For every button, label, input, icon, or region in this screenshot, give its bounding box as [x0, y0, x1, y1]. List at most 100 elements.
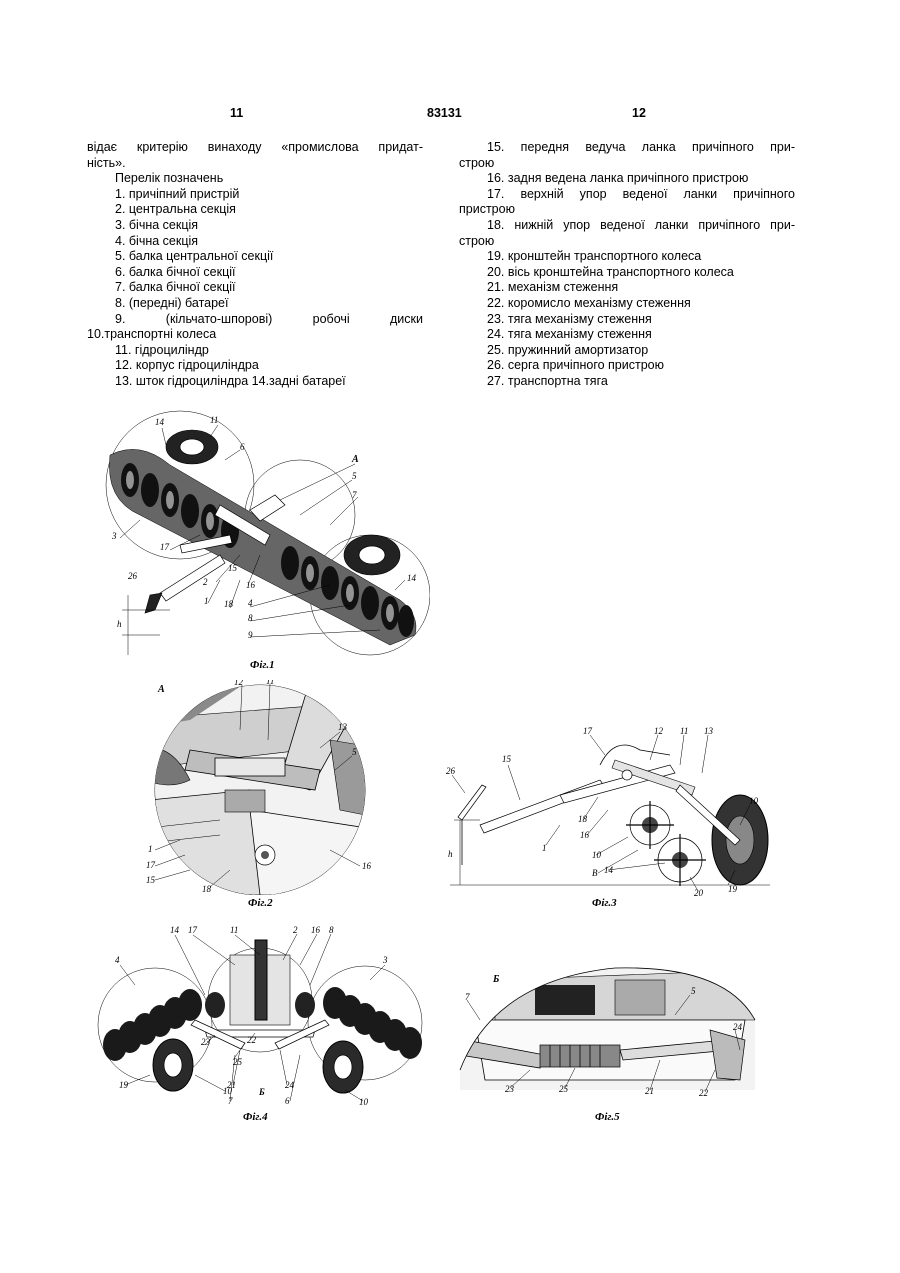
transport-wheel-left [166, 430, 218, 464]
text-line: ність». [87, 156, 423, 172]
legend-item: 10.транспортні колеса [87, 327, 423, 343]
callout-label: 5 [352, 471, 357, 481]
legend-item: 26. серга причіпного пристрою [459, 358, 795, 374]
legend-item: 27. транспортна тяга [459, 374, 795, 390]
right-text-column: 15. передня ведуча ланка причіпного при-… [459, 140, 795, 390]
callout-label: 6 [240, 442, 245, 452]
callout-label: 6 [285, 1096, 290, 1106]
callout-label: h [448, 849, 453, 859]
legend-item: 22. коромисло механізму стеження [459, 296, 795, 312]
legend-item: 9. (кільчато-шпорові) робочі диски [87, 312, 423, 328]
callout-label: B [592, 868, 598, 878]
callout-label: 19 [728, 884, 738, 894]
callout-label: 22 [247, 1035, 257, 1045]
callout-label: 18 [202, 884, 212, 894]
callout-label: 26 [128, 571, 138, 581]
callout-label: 17 [188, 925, 198, 935]
callout-label: 13 [338, 722, 348, 732]
callout-label: 2 [293, 925, 298, 935]
figure-5: Б 7 5 24 23 25 21 22 Фіг.5 [455, 960, 775, 1110]
callout-label: 17 [160, 542, 170, 552]
figure-caption: Фіг.2 [248, 897, 273, 909]
section-heading: Перелік позначень [87, 171, 423, 187]
callout-label: 24 [733, 1022, 743, 1032]
callout-label: 11 [680, 726, 688, 736]
figure-2: A 12 11 13 5 1 17 15 18 16 Фіг.2 [130, 680, 390, 895]
legend-item: строю [459, 234, 795, 250]
callout-label: 4 [248, 598, 253, 608]
callout-label: 3 [382, 955, 388, 965]
callout-label: 7 [228, 1096, 233, 1106]
figure-3: 17 12 11 13 26 15 18 16 10 h 1 10 B 14 2… [440, 725, 780, 900]
left-text-column: відає критерію винаходу «промислова прид… [87, 140, 423, 390]
legend-item: 23. тяга механізму стеження [459, 312, 795, 328]
legend-item: 6. балка бічної секції [87, 265, 423, 281]
callout-label: 23 [201, 1037, 211, 1047]
callout-label: 16 [246, 580, 256, 590]
legend-item: 8. (передні) батареї [87, 296, 423, 312]
legend-item: строю [459, 156, 795, 172]
figure-caption: Фіг.3 [592, 897, 617, 909]
callout-label: 8 [329, 925, 334, 935]
callout-label: 1 [204, 596, 209, 606]
callout-label: 16 [362, 861, 372, 871]
legend-item: 7. балка бічної секції [87, 280, 423, 296]
callout-label: 24 [285, 1080, 295, 1090]
legend-item: 20. вісь кронштейна транспортного колеса [459, 265, 795, 281]
callout-label: 23 [505, 1084, 515, 1094]
callout-label: 7 [465, 992, 470, 1002]
legend-item: 15. передня ведуча ланка причіпного при- [459, 140, 795, 156]
callout-label: 14 [155, 417, 165, 427]
callout-label: h [117, 619, 122, 629]
legend-item: 12. корпус гідроциліндра [87, 358, 423, 374]
patent-number: 83131 [427, 106, 462, 120]
callout-label: 22 [699, 1088, 709, 1098]
callout-label: 5 [352, 747, 357, 757]
legend-item: 3. бічна секція [87, 218, 423, 234]
callout-label: 26 [446, 766, 456, 776]
figure-caption: Фіг.5 [595, 1111, 620, 1123]
callout-label: Б [258, 1087, 265, 1097]
detail-label: A [157, 684, 165, 695]
callout-label: 10 [749, 796, 759, 806]
legend-item: 16. задня ведена ланка причіпного пристр… [459, 171, 795, 187]
callout-label: 15 [146, 875, 156, 885]
page-number-right: 12 [632, 106, 646, 120]
legend-item: 5. балка центральної секції [87, 249, 423, 265]
legend-item: 17. верхній упор веденої ланки причіпног… [459, 187, 795, 203]
callout-label: 3 [111, 531, 117, 541]
callout-label: 16 [580, 830, 590, 840]
callout-label: 25 [233, 1057, 243, 1067]
side-view-drawing: 17 12 11 13 26 15 18 16 10 h 1 10 B 14 2… [440, 725, 780, 900]
callout-label: 7 [352, 490, 357, 500]
legend-item: 13. шток гідроциліндра 14.задні батареї [87, 374, 423, 390]
callout-label: 15 [228, 563, 238, 573]
transport-wheel-right [344, 535, 400, 575]
callout-label: 14 [170, 925, 180, 935]
callout-label: 10 [223, 1086, 233, 1096]
callout-label: 14 [604, 865, 614, 875]
callout-label: 18 [224, 599, 234, 609]
callout-label: 14 [407, 573, 417, 583]
legend-item: 11. гідроциліндр [87, 343, 423, 359]
legend-item: 4. бічна секція [87, 234, 423, 250]
callout-label: 2 [203, 577, 208, 587]
callout-label: 10 [359, 1097, 369, 1107]
callout-label: 13 [704, 726, 714, 736]
callout-label: A [351, 454, 359, 465]
callout-label: 11 [266, 680, 274, 686]
callout-label: 4 [115, 955, 120, 965]
detail-b-drawing: Б 7 5 24 23 25 21 22 [455, 960, 775, 1110]
text-line: відає критерію винаходу «промислова прид… [87, 140, 423, 156]
callout-label: 12 [234, 680, 244, 687]
callout-label: 5 [691, 986, 696, 996]
callout-label: 17 [146, 860, 156, 870]
callout-label: 18 [578, 814, 588, 824]
callout-label: 11 [210, 415, 218, 425]
detail-a-drawing: A 12 11 13 5 1 17 15 18 16 [130, 680, 390, 895]
callout-label: 1 [148, 844, 153, 854]
callout-label: 16 [311, 925, 321, 935]
legend-item: 18. нижній упор веденої ланки причіпного… [459, 218, 795, 234]
legend-item: 1. причіпний пристрій [87, 187, 423, 203]
callout-label: 15 [502, 754, 512, 764]
